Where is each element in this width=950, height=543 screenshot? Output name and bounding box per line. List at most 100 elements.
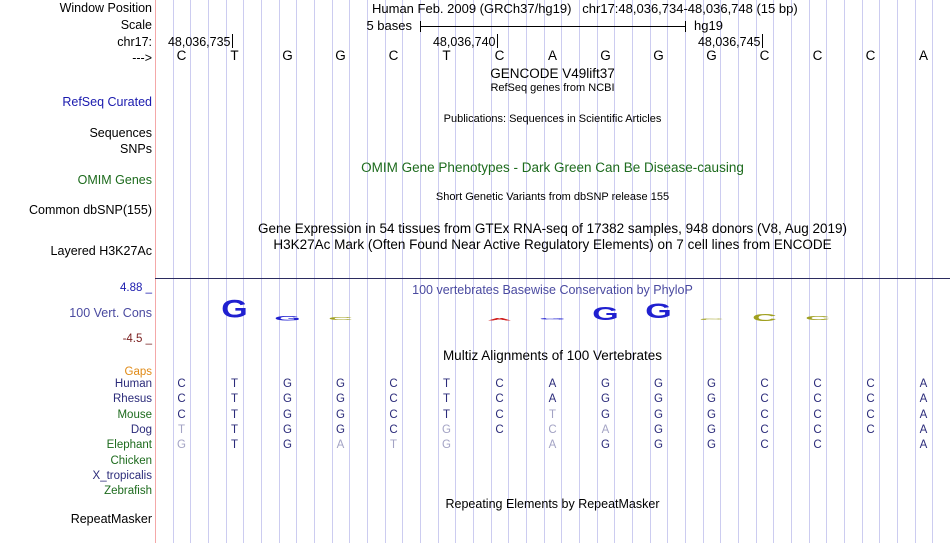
sequence-base: C <box>759 48 770 63</box>
alignment-base: A <box>919 423 928 436</box>
sequence-base: G <box>706 48 717 63</box>
alignment-base: G <box>654 408 663 421</box>
alignment-base: T <box>442 393 451 406</box>
species-label-human[interactable]: Human <box>114 378 152 390</box>
alignment-base: C <box>760 423 769 436</box>
alignment-base: G <box>336 408 345 421</box>
data-area-left-border <box>155 0 156 543</box>
alignment-base: C <box>813 408 822 421</box>
alignment-base: G <box>336 393 345 406</box>
alignment-base: A <box>601 423 610 436</box>
alignment-base: C <box>389 423 398 436</box>
label-repeatmasker[interactable]: RepeatMasker <box>70 512 152 526</box>
alignment-base: C <box>495 408 504 421</box>
alignment-base: C <box>813 378 822 390</box>
alignment-base: C <box>760 408 769 421</box>
species-label-elephant[interactable]: Elephant <box>106 439 152 452</box>
alignment-base: T <box>230 378 239 390</box>
label-common-dbsnp[interactable]: Common dbSNP(155) <box>29 203 152 217</box>
species-label-zebrafish[interactable]: Zebrafish <box>104 485 152 498</box>
alignment-base: C <box>813 423 822 436</box>
species-label-dog[interactable]: Dog <box>130 423 152 436</box>
alignment-base: C <box>866 393 875 406</box>
label-layered-h3k27ac[interactable]: Layered H3K27Ac <box>50 244 152 258</box>
alignment-base: G <box>283 423 292 436</box>
alignment-base: G <box>654 423 663 436</box>
conservation-base-letter: G <box>274 314 301 322</box>
sequence-base: C <box>865 48 876 63</box>
scale-bar-cap-left <box>420 21 421 32</box>
alignment-base: C <box>813 393 822 406</box>
alignment-base: A <box>548 393 557 406</box>
alignment-base: G <box>654 393 663 406</box>
sequence-base: A <box>547 48 557 63</box>
species-label-mouse[interactable]: Mouse <box>117 408 152 421</box>
alignment-base: T <box>389 439 398 452</box>
alignment-base: T <box>230 393 239 406</box>
conservation-base-letter: C <box>738 312 791 323</box>
scale-bar-line <box>420 26 686 27</box>
sequence-base: C <box>494 48 505 63</box>
scale-assembly-label: hg19 <box>694 18 723 33</box>
track-desc-omim: OMIM Gene Phenotypes - Dark Green Can Be… <box>361 160 744 175</box>
alignment-base: C <box>495 393 504 406</box>
species-label-chicken[interactable]: Chicken <box>110 454 152 467</box>
alignment-base: A <box>548 378 557 390</box>
sequence-base: C <box>176 48 187 63</box>
label-100-vert-cons[interactable]: 100 Vert. Cons <box>69 306 152 320</box>
alignment-base: C <box>389 408 398 421</box>
alignment-base: T <box>442 408 451 421</box>
track-separator-line <box>155 278 950 279</box>
label-refseq-curated[interactable]: RefSeq Curated <box>62 95 152 109</box>
alignment-base: C <box>389 393 398 406</box>
alignment-base: G <box>283 439 292 452</box>
conservation-base-letter: G <box>592 304 619 325</box>
track-desc-refseq: RefSeq genes from NCBI <box>490 82 615 94</box>
alignment-base: G <box>707 439 716 452</box>
alignment-base: A <box>336 439 345 452</box>
sequence-base: T <box>230 48 239 63</box>
alignment-base: C <box>760 439 769 452</box>
ruler-coordinate-label: 48,036,735 <box>167 35 231 49</box>
alignment-base: A <box>919 408 928 421</box>
ruler-tick-mark <box>496 34 498 48</box>
label-scale[interactable]: Scale <box>120 18 152 32</box>
label-sequences[interactable]: Sequences <box>89 126 152 140</box>
window-position-assembly: Human Feb. 2009 (GRCh37/hg19) chr17:48,0… <box>372 1 798 16</box>
alignment-base: G <box>336 378 345 390</box>
label-snps[interactable]: SNPs <box>120 142 152 156</box>
alignment-base: A <box>548 439 557 452</box>
alignment-base: C <box>177 378 186 390</box>
alignment-base: C <box>760 378 769 390</box>
alignment-base: G <box>707 408 716 421</box>
alignment-base: G <box>336 423 345 436</box>
conservation-base-letter: G <box>645 299 672 324</box>
alignment-base: T <box>230 408 239 421</box>
alignment-base: C <box>813 439 822 452</box>
label-omim-genes[interactable]: OMIM Genes <box>77 173 152 187</box>
alignment-base: A <box>919 393 928 406</box>
species-label-x_tropicalis[interactable]: X_tropicalis <box>92 469 152 482</box>
track-desc-multiz: Multiz Alignments of 100 Vertebrates <box>442 348 663 363</box>
species-label-rhesus[interactable]: Rhesus <box>113 393 152 406</box>
track-desc-dbsnp: Short Genetic Variants from dbSNP releas… <box>435 191 670 203</box>
alignment-base: G <box>283 393 292 406</box>
label-window-position[interactable]: Window Position <box>59 1 152 15</box>
track-desc-h3k27ac: H3K27Ac Mark (Often Found Near Active Re… <box>273 237 832 252</box>
track-label-column: Window Position Scale chr17: ---> RefSeq… <box>0 0 152 543</box>
alignment-base: C <box>548 423 557 436</box>
label-cons-max: 4.88 _ <box>120 282 152 294</box>
alignment-base: T <box>442 378 451 390</box>
alignment-base: C <box>760 393 769 406</box>
alignment-base: G <box>654 439 663 452</box>
alignment-base: G <box>707 378 716 390</box>
alignment-base: C <box>866 423 875 436</box>
track-desc-publications: Publications: Sequences in Scientific Ar… <box>443 113 662 125</box>
label-gaps[interactable]: Gaps <box>124 366 153 378</box>
alignment-base: G <box>442 439 451 452</box>
alignment-base: G <box>601 439 610 452</box>
scale-bar-cap-right <box>685 21 686 32</box>
alignment-base: G <box>707 393 716 406</box>
